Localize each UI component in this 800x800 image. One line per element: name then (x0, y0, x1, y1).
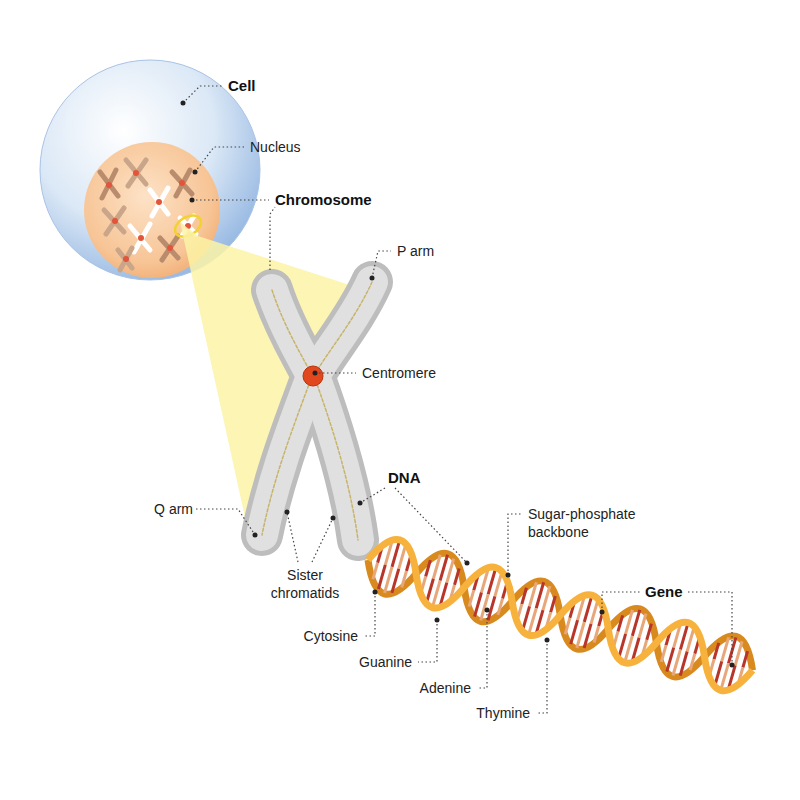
heading-label: Chromosome (275, 191, 372, 209)
callout-label: Adenine (420, 679, 471, 697)
callout-label: Q arm (154, 500, 193, 518)
chromosome-figure (262, 282, 372, 540)
heading-label: DNA (388, 469, 421, 487)
mini-chromosomes (100, 160, 196, 270)
callout-label: Thymine (476, 704, 530, 722)
callout-label: Cytosine (304, 627, 358, 645)
callout-label: P arm (397, 242, 434, 260)
leader-dots (181, 101, 735, 668)
centromere-dot (303, 366, 323, 386)
heading-label: Cell (228, 77, 256, 95)
callout-label: Sister chromatids (261, 566, 349, 602)
callout-label: Sugar-phosphate backbone (528, 505, 648, 541)
dna-helix (360, 533, 760, 697)
callout-label: Guanine (359, 653, 412, 671)
callout-label: Nucleus (250, 138, 301, 156)
callout-label: Centromere (362, 364, 436, 382)
leader-lines (183, 86, 732, 713)
heading-label: Gene (645, 583, 683, 601)
